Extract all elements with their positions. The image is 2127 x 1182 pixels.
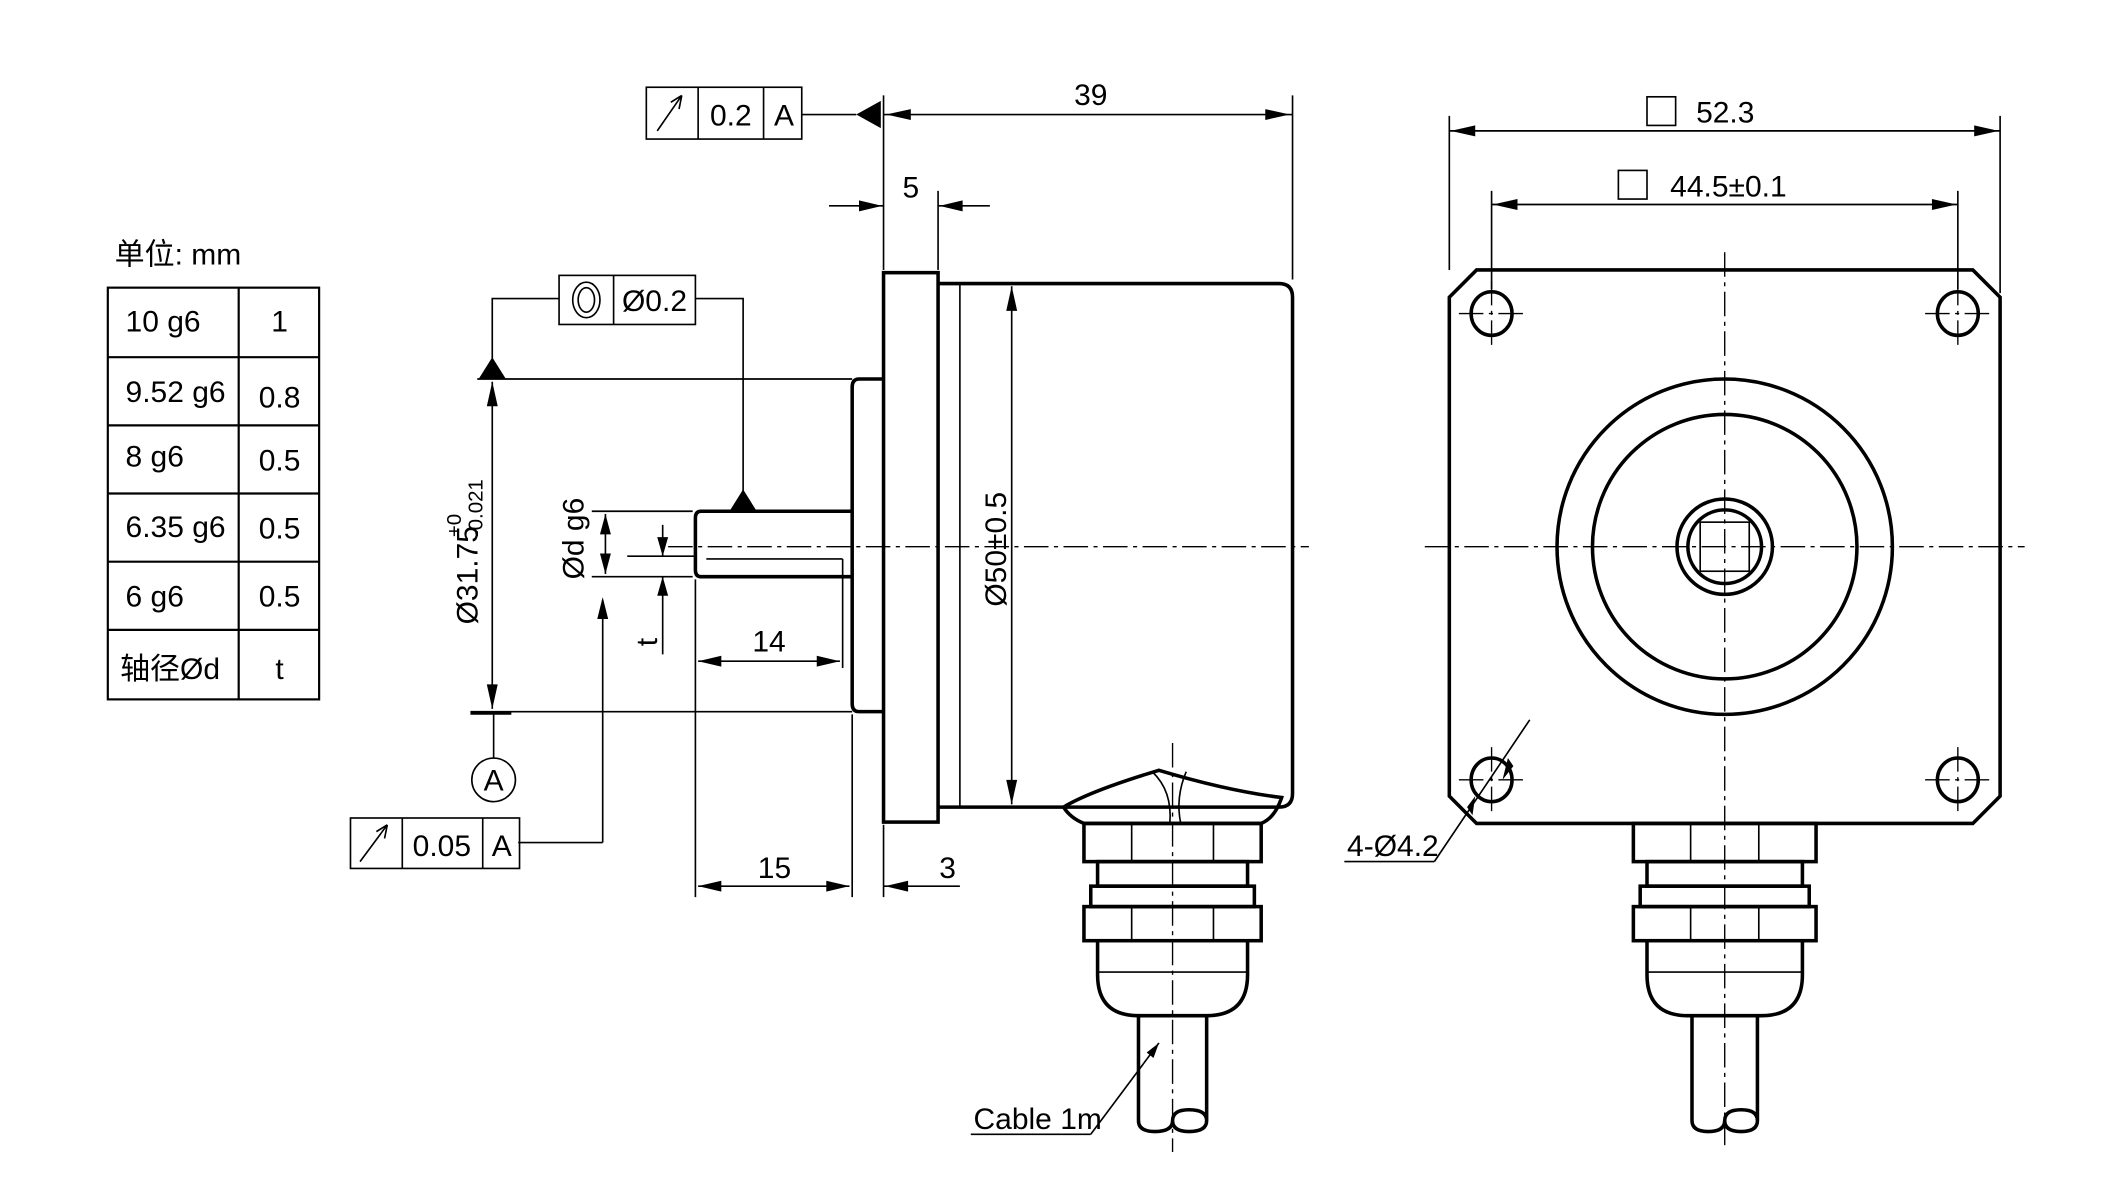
- unit-label: 单位: mm: [115, 238, 242, 271]
- table-cell: 10 g6: [126, 305, 201, 338]
- runout-arrow-icon: [656, 94, 683, 132]
- svg-text:+0: +0: [443, 514, 466, 537]
- dim-square: 52.3: [1696, 97, 1754, 130]
- table-cell: 6.35 g6: [126, 511, 226, 544]
- table-cell: 0.8: [259, 382, 301, 415]
- dim-shaft-dia: Ød g6: [558, 498, 591, 580]
- table-cell: 9.52 g6: [126, 376, 226, 409]
- dim-shaft: 15: [758, 852, 791, 885]
- svg-text:A: A: [492, 830, 512, 863]
- svg-text:0.05: 0.05: [413, 830, 471, 863]
- svg-text:0.2: 0.2: [710, 99, 752, 132]
- svg-text:-0.021: -0.021: [465, 479, 488, 537]
- dim-length: 39: [1074, 79, 1107, 112]
- concentricity-fcf: Ø0.2: [558, 274, 697, 326]
- table-cell: 轴径Ød: [120, 653, 220, 686]
- dim-hole-spacing: 44.5±0.1: [1670, 170, 1786, 203]
- dim-pilot: 3: [939, 852, 956, 885]
- table-cell: 1: [271, 305, 288, 338]
- cable-label: Cable 1m: [974, 1103, 1102, 1136]
- table-cell: t: [275, 653, 284, 686]
- table-cell: 0.5: [259, 581, 301, 614]
- table-cell: 8 g6: [126, 440, 184, 473]
- dim-flange: 5: [902, 172, 919, 205]
- dim-shaft-flat: 14: [752, 626, 785, 659]
- front-view: 52.3 44.5±0.1 4-Ø4.2: [1344, 95, 2025, 1146]
- table-cell: 6 g6: [126, 581, 184, 614]
- table-cell: 0.5: [259, 513, 301, 546]
- concentricity-icon: [571, 281, 601, 319]
- svg-text:A: A: [774, 99, 794, 132]
- dim-holes: 4-Ø4.2: [1347, 830, 1439, 863]
- runout-arrow-icon: [359, 824, 389, 863]
- svg-text:A: A: [484, 765, 504, 798]
- table-cell: 0.5: [259, 444, 301, 477]
- dim-body-dia: Ø50±0.5: [980, 492, 1013, 607]
- runout-fcf-bottom: 0.05 A: [349, 817, 521, 870]
- dim-t: t: [631, 637, 664, 646]
- side-view: Cable 1m 39 0.2 A 5 Ø0.2: [349, 79, 1309, 1153]
- runout-fcf-top: 0.2 A: [645, 86, 803, 140]
- shaft-table: 10 g6 1 9.52 g6 0.8 8 g6 0.5 6.35 g6 0.5…: [106, 286, 321, 701]
- square-icon: [1646, 95, 1677, 127]
- mounting-holes: [1458, 280, 1994, 816]
- svg-text:Ø0.2: Ø0.2: [622, 285, 687, 318]
- dim-pilot-dia: Ø31.75: [451, 526, 484, 624]
- square-icon: [1617, 169, 1648, 200]
